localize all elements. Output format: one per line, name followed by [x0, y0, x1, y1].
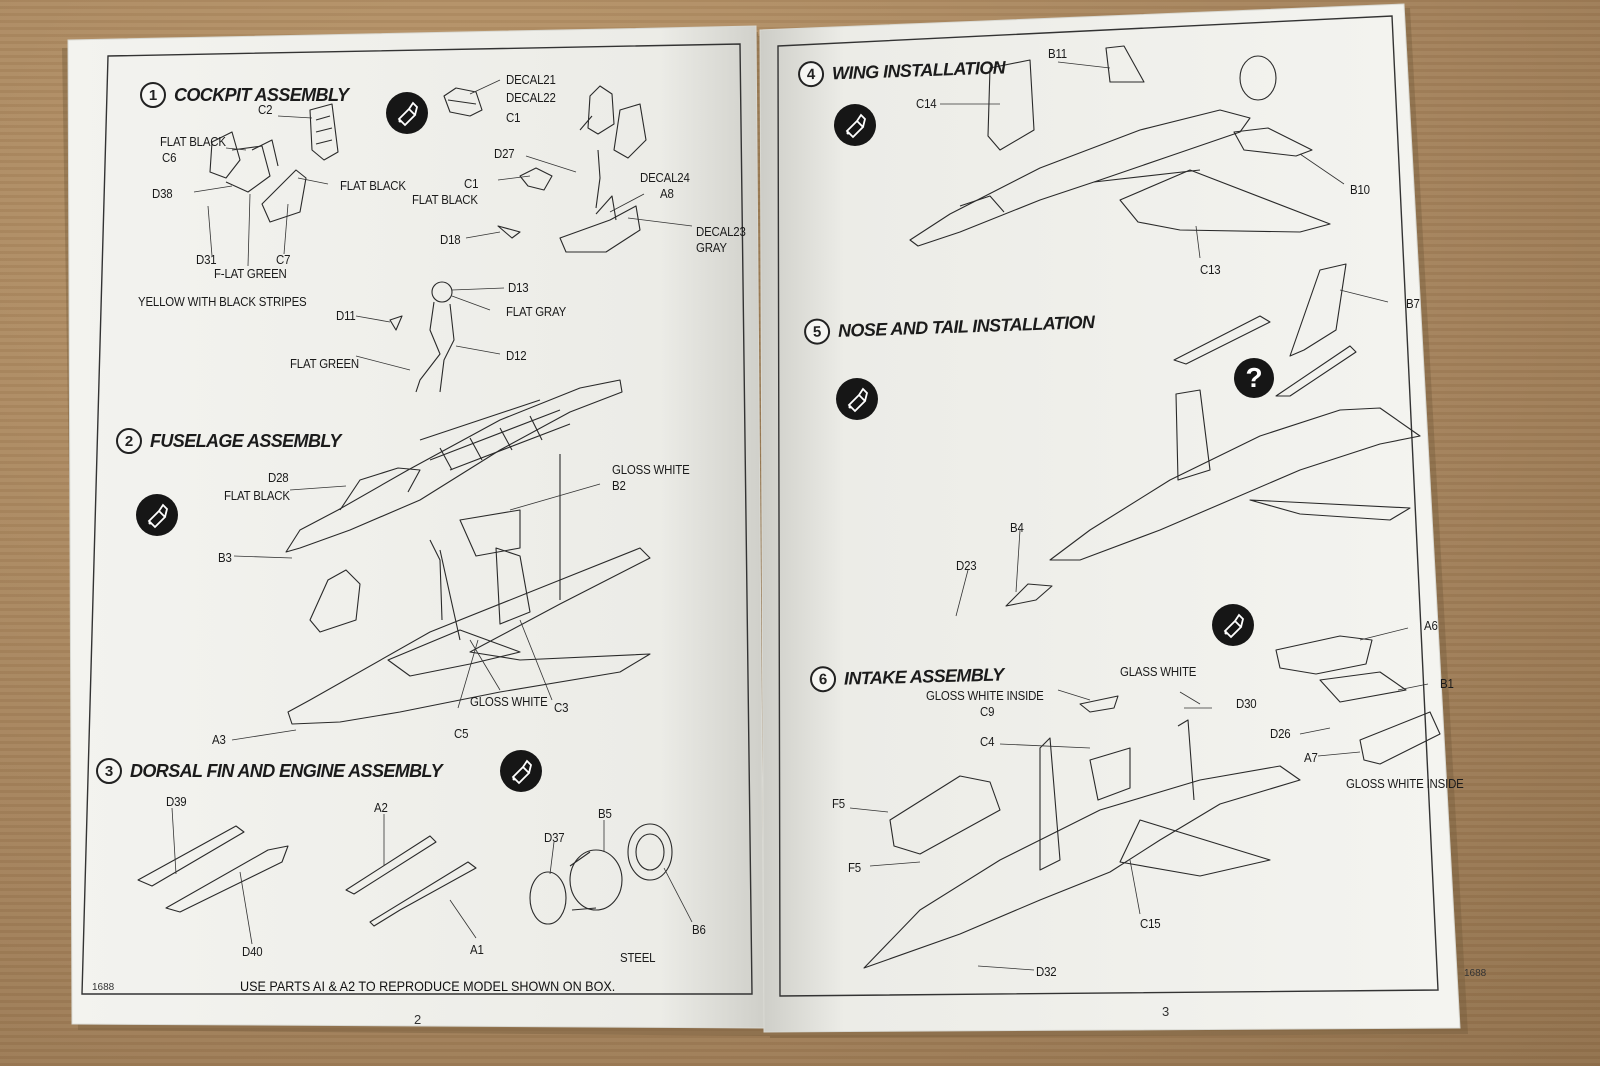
callout-a1: A1: [470, 942, 484, 957]
callout-d11: D11: [336, 308, 356, 323]
callout-gloss-white-inside: GLOSS WHITE INSIDE: [1346, 776, 1464, 791]
callout-d18: D18: [440, 232, 461, 247]
callout-c4: C4: [980, 734, 995, 749]
callout-flat-black: FLAT BLACK: [160, 134, 226, 149]
glue-tube-icon: [1212, 604, 1254, 646]
step-number: 5: [803, 318, 831, 346]
step-number: 2: [116, 428, 142, 454]
step-title: DORSAL FIN AND ENGINE ASSEMBLY: [130, 760, 443, 781]
callout-d13: D13: [508, 280, 529, 295]
callout-decal24: DECAL24: [640, 170, 690, 185]
callout-flat-green: F-LAT GREEN: [214, 266, 287, 281]
callout-gray: GRAY: [696, 240, 727, 255]
step-1-heading: 1 COCKPIT ASSEMBLY: [140, 82, 349, 108]
callout-d37: D37: [544, 830, 565, 845]
callout-c14: C14: [916, 96, 937, 111]
callout-flat-green: FLAT GREEN: [290, 356, 360, 371]
callout-c9: C9: [980, 704, 995, 719]
callout-c7: C7: [276, 252, 291, 267]
callout-b10: B10: [1350, 182, 1370, 197]
callout-a7: A7: [1304, 750, 1318, 765]
cockpit-tub-c6: [209, 131, 241, 179]
page-code: 1688: [1464, 968, 1487, 979]
step-title: INTAKE ASSEMBLY: [843, 663, 1004, 689]
step-3-heading: 3 DORSAL FIN AND ENGINE ASSEMBLY: [96, 758, 443, 784]
question-mark-icon: ?: [1234, 358, 1274, 398]
aircraft-intake: [863, 765, 1301, 969]
callout-d40: D40: [242, 944, 263, 959]
callout-d32: D32: [1036, 964, 1057, 979]
callout-d39: D39: [166, 794, 187, 809]
callout-c15: C15: [1140, 916, 1161, 931]
aircraft-wing-install: [909, 109, 1251, 247]
callout-b3: B3: [218, 550, 232, 565]
callout-d28: D28: [268, 470, 289, 485]
callout-glass-white: GLASS WHITE: [1120, 664, 1197, 679]
glue-tube-icon: [136, 494, 178, 536]
callout-c13: C13: [1200, 262, 1221, 277]
callout-yellow-stripes: YELLOW WITH BLACK STRIPES: [138, 294, 307, 309]
step-2-heading: 2 FUSELAGE ASSEMBLY: [116, 428, 341, 454]
callout-d26: D26: [1270, 726, 1291, 741]
callout-decal23: DECAL23: [696, 224, 746, 239]
step-number: 3: [96, 758, 122, 784]
page-code: 1688: [92, 982, 115, 993]
callout-gloss-white-inside: GLOSS WHITE INSIDE: [926, 688, 1044, 703]
callout-b11: B11: [1048, 46, 1067, 61]
glue-tube-icon: [834, 104, 876, 146]
callout-d12: D12: [506, 348, 527, 363]
callout-a8: A8: [660, 186, 674, 201]
page-number: 2: [414, 1012, 422, 1027]
glue-tube-icon: [386, 92, 428, 134]
callout-flat-black: FLAT BLACK: [340, 178, 406, 193]
callout-gloss-white: GLOSS WHITE: [470, 694, 548, 709]
callout-flat-gray: FLAT GRAY: [506, 304, 567, 319]
callout-decal21: DECAL21: [506, 72, 556, 87]
callout-d27: D27: [494, 146, 515, 161]
glue-tube-icon: [500, 750, 542, 792]
callout-b1: B1: [1440, 676, 1454, 691]
callout-decal22: DECAL22: [506, 90, 556, 105]
callout-a6: A6: [1424, 618, 1438, 633]
callout-f5: F5: [848, 860, 862, 875]
page-number: 3: [1162, 1004, 1170, 1019]
callout-flat-black: FLAT BLACK: [412, 192, 478, 207]
callout-b7: B7: [1406, 296, 1420, 311]
step-title: FUSELAGE ASSEMBLY: [150, 430, 341, 451]
step-number: 6: [809, 665, 837, 693]
step-title: COCKPIT ASSEMBLY: [174, 84, 349, 105]
callout-steel: STEEL: [620, 950, 656, 965]
callout-a2: A2: [374, 800, 388, 815]
callout-gloss-white: GLOSS WHITE: [612, 462, 690, 477]
callout-a3: A3: [212, 732, 226, 747]
callout-d31: D31: [196, 252, 217, 267]
callout-d23: D23: [956, 558, 977, 573]
callout-flat-black: FLAT BLACK: [224, 488, 290, 503]
step-title: WING INSTALLATION: [831, 56, 1006, 83]
callout-b6: B6: [692, 922, 706, 937]
callout-c2: C2: [258, 102, 273, 117]
fuselage-upper-b3: [285, 379, 623, 553]
fuselage-lower-a3: [287, 547, 651, 725]
callout-f5: F5: [832, 796, 846, 811]
callout-c6: C6: [162, 150, 177, 165]
aircraft-nose-tail: [1049, 407, 1421, 561]
callout-b2: B2: [612, 478, 626, 493]
callout-c5: C5: [454, 726, 469, 741]
callout-d30: D30: [1236, 696, 1257, 711]
callout-d38: D38: [152, 186, 173, 201]
step-number: 4: [797, 60, 825, 88]
callout-b5: B5: [598, 806, 612, 821]
step-number: 1: [140, 82, 166, 108]
callout-c1: C1: [506, 110, 521, 125]
glue-tube-icon: [836, 378, 878, 420]
callout-c1: C1: [464, 176, 479, 191]
page-footnote: USE PARTS AI & A2 TO REPRODUCE MODEL SHO…: [240, 978, 616, 994]
callout-c3: C3: [554, 700, 569, 715]
callout-b4: B4: [1010, 520, 1024, 535]
